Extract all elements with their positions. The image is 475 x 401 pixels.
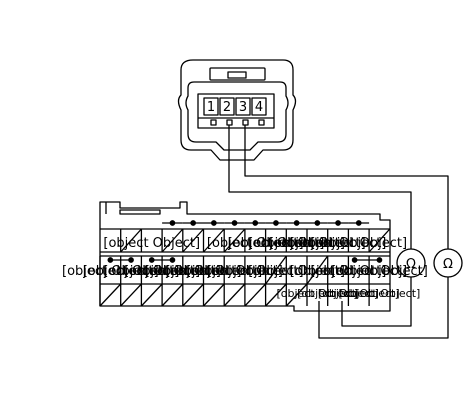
large-connector-pin-label: [object Object] (269, 236, 366, 251)
large-connector-pin-labels: [object Object][object Object][object Ob… (62, 236, 428, 300)
empty-cavity-mark (120, 283, 142, 307)
large-connector-pin-label: [object Object] (276, 287, 358, 300)
large-connector-pin-label: [object Object] (228, 236, 325, 251)
ohm-symbol-left: Ω (406, 257, 416, 272)
large-connector-pin-label: [object Object] (339, 287, 421, 300)
empty-cavity-mark (368, 228, 391, 253)
jumper-terminal (335, 220, 341, 226)
large-connector-pin-label: [object Object] (318, 287, 400, 300)
large-connector-pin-label: [object Object] (310, 236, 407, 251)
jumper-terminal (231, 220, 238, 226)
large-connector-pin-label: [object Object] (248, 236, 345, 251)
jumper-terminal (376, 257, 383, 263)
large-connector (99, 201, 391, 312)
empty-cavity-mark (99, 283, 122, 307)
jumper-terminal (314, 220, 321, 226)
small-connector-latch-tab (227, 71, 247, 79)
small-connector-pin-cells (203, 97, 267, 116)
empty-cavity-mark (265, 255, 287, 285)
large-connector-pin-label: [object Object] (103, 264, 200, 279)
jumper-terminal (169, 257, 176, 263)
small-connector-pin-cell (203, 97, 219, 116)
empty-cavity-mark (120, 228, 142, 253)
wire-right-ohm-to-pin36 (318, 277, 449, 339)
large-connector-pin-label: [object Object] (83, 264, 180, 279)
jumper-terminal (355, 220, 362, 226)
small-connector-pin-cell (219, 97, 235, 116)
small-connector-inner-shell (185, 81, 289, 151)
small-connector-pin-label: 3 (239, 100, 247, 115)
small-connector (177, 59, 297, 161)
jumper-terminal (107, 257, 114, 263)
large-connector-pin-label: [object Object] (290, 264, 387, 279)
large-connector-pin-label: [object Object] (103, 236, 200, 251)
empty-cavity-mark (223, 228, 246, 253)
large-connector-pin-label: [object Object] (331, 264, 428, 279)
ohmmeter-right (433, 248, 463, 278)
jumper-terminal (211, 220, 217, 226)
large-connector-pin-label: [object Object] (207, 236, 304, 251)
wire-left-ohm-to-pin37 (341, 277, 412, 327)
jumper-terminal (148, 257, 155, 263)
small-connector-pin-housing (197, 93, 275, 129)
jumper-terminal (293, 220, 300, 226)
empty-cavity-mark (265, 283, 287, 307)
large-connector-cavity-grid (99, 228, 391, 307)
wire-pin3-to-right-ohm (244, 125, 449, 249)
jumper-terminal (190, 220, 196, 226)
small-connector-pin-cell (251, 97, 267, 116)
small-connector-pin-terminals (210, 119, 265, 126)
jumper-terminal (169, 220, 176, 226)
empty-cavity-mark (182, 283, 204, 307)
empty-cavity-mark (161, 228, 184, 253)
empty-cavity-mark (306, 255, 329, 285)
large-connector-pin-label: [object Object] (145, 264, 242, 279)
large-connector-pin-label: [object Object] (290, 236, 387, 251)
large-connector-pin-label: [object Object] (186, 264, 283, 279)
empty-cavity-mark (161, 283, 184, 307)
empty-cavity-mark (244, 283, 267, 307)
large-connector-pin-label: [object Object] (297, 287, 379, 300)
small-connector-outer-shell (177, 59, 297, 161)
empty-cavity-mark (285, 283, 308, 307)
large-connector-pin-label: [object Object] (207, 264, 304, 279)
ohmmeter-left (396, 248, 426, 278)
empty-cavity-mark (223, 283, 246, 307)
large-connector-pin-label: [object Object] (62, 264, 159, 279)
small-connector-pin-label: 1 (207, 100, 215, 115)
empty-cavity-mark (203, 283, 225, 307)
small-connector-pin-label: 4 (255, 100, 263, 115)
small-connector-pin-label: 2 (223, 100, 231, 115)
wire-pin2-to-left-ohm (228, 125, 412, 249)
small-connector-pin-cell (235, 97, 251, 116)
jumper-terminal (351, 257, 358, 263)
harness-wires (228, 125, 449, 339)
large-connector-outline (99, 201, 391, 312)
ohm-symbol-right: Ω (443, 257, 453, 272)
jumper-terminal (128, 257, 134, 263)
jumper-terminal (252, 220, 259, 226)
large-connector-pin-label: [object Object] (166, 264, 263, 279)
large-connector-latch (119, 209, 161, 215)
large-connector-pin-label: [object Object] (248, 264, 345, 279)
large-connector-jumpers (107, 220, 383, 263)
large-connector-pin-label: [object Object] (310, 264, 407, 279)
empty-cavity-mark (140, 283, 163, 307)
empty-cavity-mark (182, 228, 204, 253)
large-connector-pin-label: [object Object] (124, 264, 221, 279)
jumper-terminal (273, 220, 279, 226)
empty-cavity-mark (203, 228, 225, 253)
small-connector-latch (209, 67, 266, 81)
